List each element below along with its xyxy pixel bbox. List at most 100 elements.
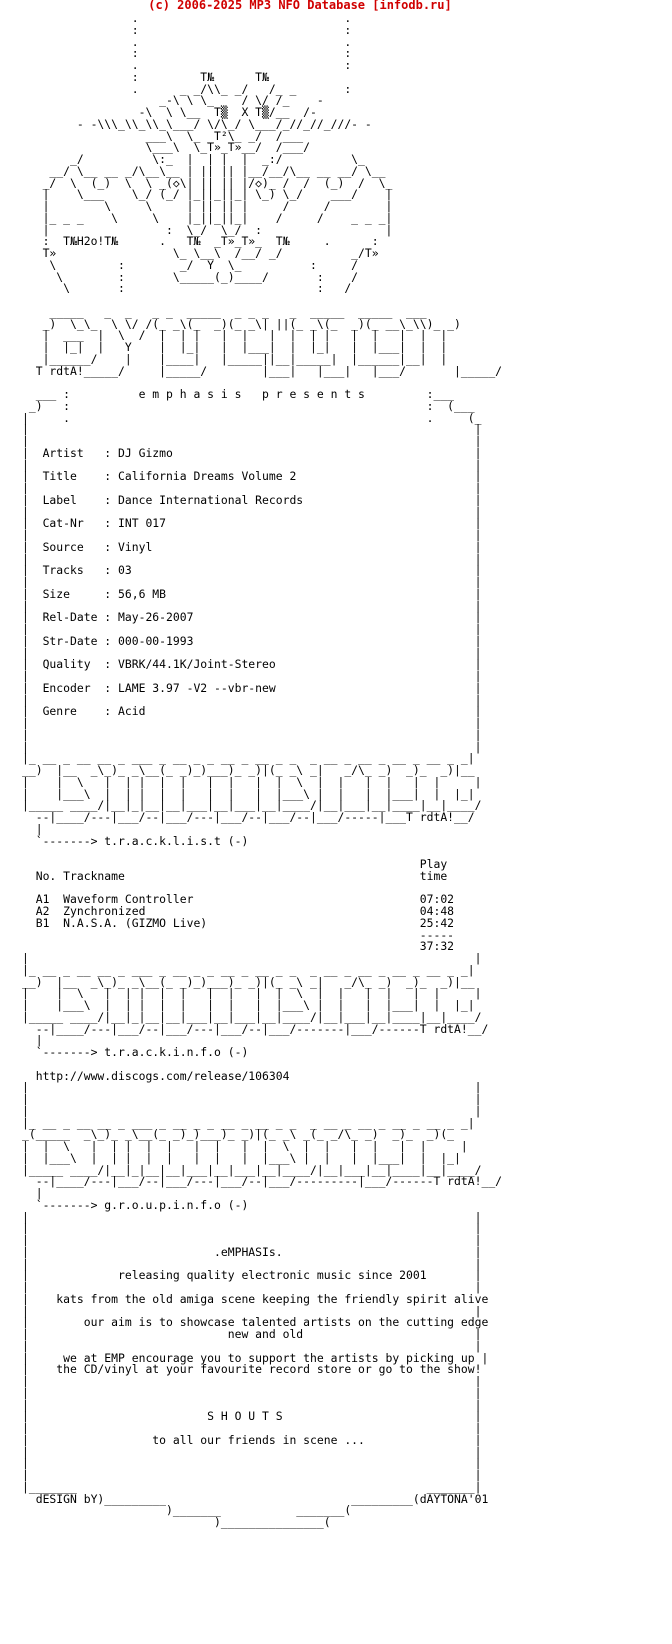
nfo-line: | we at EMP encourage you to support the…	[22, 1350, 489, 1365]
nfo-line: | |___\ | | | | | | | | |___\ | | | |___…	[22, 998, 475, 1012]
nfo-line: | Artist : DJ Gizmo |	[22, 445, 482, 460]
nfo-line: |_____ ____/|__|_|__|__|___|__|___|__|__…	[22, 1162, 482, 1177]
nfo-line: | \ \ | || || | / / |	[22, 199, 393, 213]
nfo-line: | |	[22, 481, 482, 495]
nfo-line: | |	[22, 1397, 482, 1412]
nfo-line: | Title : California Dreams Volume 2 |	[22, 469, 482, 484]
nfo-line: ___\ \_ _T²\_ _/ /___	[22, 128, 304, 143]
nfo-line: | |	[22, 1338, 482, 1353]
nfo-line: | |	[22, 692, 482, 707]
nfo-line: | |	[22, 575, 482, 589]
nfo-line: | |	[22, 1256, 482, 1271]
nfo-line: |_ __ _ __ __ _ ___ _ __ _ _ __ _ __ _ _…	[22, 962, 475, 977]
nfo-line: | |	[22, 1456, 482, 1471]
nfo-line: \ : _/ Y \_ : /	[22, 257, 359, 272]
nfo-line: )_______________(	[22, 1515, 331, 1529]
nfo-line: | |	[22, 716, 482, 730]
nfo-line: | |	[22, 1444, 482, 1459]
nfo-line: )_______ _______(	[22, 1503, 352, 1518]
nfo-line: | |	[22, 1468, 482, 1482]
nfo-line: | | \ | | | | | | | | | \ | | | | | | |	[22, 774, 482, 789]
nfo-line: _-\ \ \_ / \/ /_ -	[22, 93, 324, 108]
nfo-line: | |	[22, 645, 482, 660]
nfo-line: |_ __ _ __ __ _ ___ _ __ _ _ __ _ __ _ _…	[22, 751, 475, 766]
nfo-line: | kats from the old amiga scene keeping …	[22, 1291, 489, 1306]
nfo-line: | the CD/vinyl at your favourite record …	[22, 1362, 482, 1377]
nfo-line: : :	[22, 46, 352, 61]
nfo-line: | |	[22, 1374, 482, 1388]
nfo-line: | to all our friends in scene ... |	[22, 1432, 482, 1447]
nfo-line: | |___\ | | | | | | | | |___\ | | | |___…	[22, 1150, 461, 1165]
nfo-line: | Encoder : LAME 3.97 -V2 --vbr-new |	[22, 680, 482, 695]
nfo-line: | |	[22, 1092, 482, 1106]
nfo-line: | \___ \_/ (_/ |_||_||_| \_) \_/ ___/ |	[22, 187, 393, 202]
nfo-line: A2 Zynchronized 04:48	[22, 904, 455, 918]
nfo-line: | Quality : VBRK/44.1K/Joint-Stereo |	[22, 657, 482, 672]
nfo-line: __/ \__ __ _/\__\__ | || || |__/__/\__ _…	[22, 163, 386, 178]
nfo-line: T» \_ \__\ /__/ _/ _/T»	[22, 246, 379, 260]
nfo-line: | Size : 56,6 MB |	[22, 586, 482, 601]
nfo-line: | .eMPHASIs. |	[22, 1244, 482, 1259]
nfo-line: | |	[22, 422, 482, 437]
nfo-line: --|____/---|___/--|___/---|___/--|___/--…	[22, 1021, 489, 1036]
nfo-line: B1 N.A.S.A. (GIZMO Live) 25:42	[22, 915, 455, 930]
nfo-line: No. Trackname time	[22, 868, 448, 883]
nfo-line: | |	[22, 1280, 482, 1294]
nfo-line: _/ \:_ | | | | _:/ \_	[22, 152, 365, 166]
nfo-line: | |	[22, 739, 482, 754]
nfo-line: __) |__ _\_)_ _\__(_ _)_)___)_ _)|(_ _\ …	[22, 763, 475, 777]
nfo-line: |	[22, 821, 43, 836]
nfo-line: _____ _ _ _ _ _____ _ _ _ _ _____ _____ …	[22, 304, 427, 319]
nfo-line: | |	[22, 434, 482, 448]
nfo-line: | |	[22, 1385, 482, 1400]
nfo-line: | |	[22, 669, 482, 683]
nfo-line: `-------> g.r.o.u.p.i.n.f.o (-)	[22, 1197, 249, 1212]
nfo-line: T rdtA!_____/ |_____/ |___| |___| |___/ …	[22, 363, 503, 378]
nfo-line: | new and old |	[22, 1327, 482, 1341]
nfo-line: _) : : (___	[22, 398, 475, 413]
nfo-line: | Tracks : 03 |	[22, 563, 482, 578]
nfo-line: | |	[22, 504, 482, 519]
nfo-line: |	[22, 1033, 43, 1048]
nfo-line: | ___ | \ / | | | | | | | | | | | | | |	[22, 328, 448, 343]
nfo-line: -----	[22, 927, 455, 942]
nfo-line: | | \ | | | | | | | | | \ | | | | | | |	[22, 1139, 468, 1153]
nfo-line: | |	[22, 951, 482, 965]
nfodb-header-link[interactable]: (c) 2006-2025 MP3 NFO Database [infodb.r…	[148, 0, 452, 12]
nfo-line: | |	[22, 1421, 482, 1435]
nfo-line: _) \_\_ \ \/ /(_ _\(_ _)(_ _\| ||(_ _\(_…	[22, 316, 461, 331]
nfo-line: \ : \_____(_)____/ : /	[22, 269, 359, 284]
nfo-line: | |	[22, 1303, 482, 1318]
nfo-line: | |_| | Y | |_| | |___| | |_| | |___| | …	[22, 340, 448, 354]
nfo-line: | Rel-Date : May-26-2007 |	[22, 610, 482, 625]
nfo-line: `-------> t.r.a.c.k.i.n.f.o (-)	[22, 1045, 249, 1059]
nfo-line: | | \ | | | | | | | | | \ | | | | | | |	[22, 986, 482, 1001]
nfo-line: _/ \ (_) \ \ _(◇\| || || |/◇)_ / / (_) /…	[22, 175, 393, 190]
nfo-line: | |	[22, 727, 482, 742]
nfo-line: | S H O U T S |	[22, 1409, 482, 1424]
nfo-line: --|____/---|___/--|___/---|___/--|___/--…	[22, 1174, 503, 1189]
nfo-line: |	[22, 1186, 43, 1200]
nfo-line: | . . (_	[22, 410, 482, 425]
nfo-line: - -\\\_\\_\\_\___/ \/\_/ \___/_//_//_///…	[22, 116, 372, 131]
nfo-line: | |	[22, 528, 482, 542]
nfo-line: http://www.discogs.com/release/106304	[22, 1068, 290, 1083]
nfo-line: |_____ ____/|__|_|__|__|___|__|___|__|__…	[22, 1009, 482, 1024]
nfo-line: . .	[22, 34, 352, 49]
nfo-line: | Label : Dance International Records |	[22, 492, 482, 507]
nfo-line: | |	[22, 551, 482, 566]
nfo-line: \___\ \_T»_T»__/ /___/	[22, 140, 311, 155]
nfo-line: | Cat-Nr : INT 017 |	[22, 516, 482, 531]
nfo-line: | |	[22, 598, 482, 613]
nfo-line: |_______ _______|	[22, 1479, 482, 1494]
nfo-line: | releasing quality electronic music sin…	[22, 1268, 482, 1283]
nfo-line: __) |__ _\_)_ _\__(_ _)_)___)_ _)|(_ _\ …	[22, 974, 475, 989]
nfo-line: |______/ | |____| |_____||__|_____| |___…	[22, 351, 448, 366]
nfo-line: Play	[22, 857, 448, 871]
nfo-line: . :	[22, 58, 352, 72]
nfo-line: | |	[22, 457, 482, 472]
nfo-line: . .	[22, 11, 352, 25]
nfo-line: \ : : /	[22, 281, 352, 296]
nfo-text-body: . . : : . . : : .	[22, 11, 503, 1529]
nfo-line: 37:32	[22, 939, 455, 954]
